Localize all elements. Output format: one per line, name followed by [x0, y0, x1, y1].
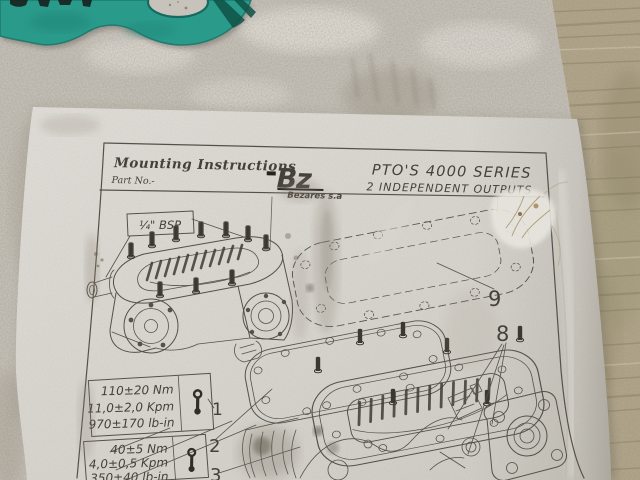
printed-drawing: Mounting Instructions Part No.- Bz Bezar… — [76, 142, 585, 480]
bsp-label-text: ¼" BSP — [139, 218, 181, 232]
torque-box-1: 110±20 Nm 11,0±2,0 Kpm 970±170 lb-in — [87, 372, 215, 438]
callout-2: 2 — [209, 436, 220, 457]
torque1-kpm: 11,0±2,0 Kpm — [87, 399, 174, 415]
torque1-nm: 110±20 Nm — [101, 382, 174, 398]
series-title: PTO'S 4000 SERIES — [372, 162, 532, 181]
callout-9: 9 — [488, 287, 501, 311]
torque1-lbin: 970±170 lb-in — [88, 415, 174, 431]
torque-box-2: 40±5 Nm 4,0±0,5 Kpm 350±40 lb-in — [83, 433, 210, 480]
wrench-icon-2 — [187, 447, 197, 472]
pto-gear-teeth — [145, 243, 244, 282]
callout-8: 8 — [496, 322, 509, 346]
callout-3: 3 — [210, 465, 221, 480]
gasket-print-fragment — [10, 0, 92, 7]
case-opening-drawing — [311, 349, 545, 467]
gasket-bolt-hole — [146, 0, 210, 19]
pto-unit-drawing — [86, 221, 293, 363]
torque2-nm: 40±5 Nm — [110, 441, 168, 456]
doc-title: Mounting Instructions — [113, 155, 297, 175]
torque2-kpm: 4,0±0,5 Kpm — [89, 455, 169, 471]
paper-damage — [490, 181, 569, 267]
gasket-sheet-drawing — [244, 320, 452, 424]
gasket-stripes — [213, 0, 256, 28]
paper-stains — [40, 115, 496, 478]
outputs-subtitle: 2 INDEPENDENT OUTPUTS — [366, 180, 532, 196]
part-no-label: Part No.- — [110, 175, 154, 187]
torque2-lbin: 350±40 lb-in — [90, 469, 169, 480]
callout-1: 1 — [212, 400, 223, 420]
wrench-icon — [192, 389, 203, 415]
header: Mounting Instructions Part No.- Bz Bezar… — [110, 155, 532, 202]
gasket — [0, 0, 256, 49]
case-gear-teeth — [357, 377, 491, 427]
